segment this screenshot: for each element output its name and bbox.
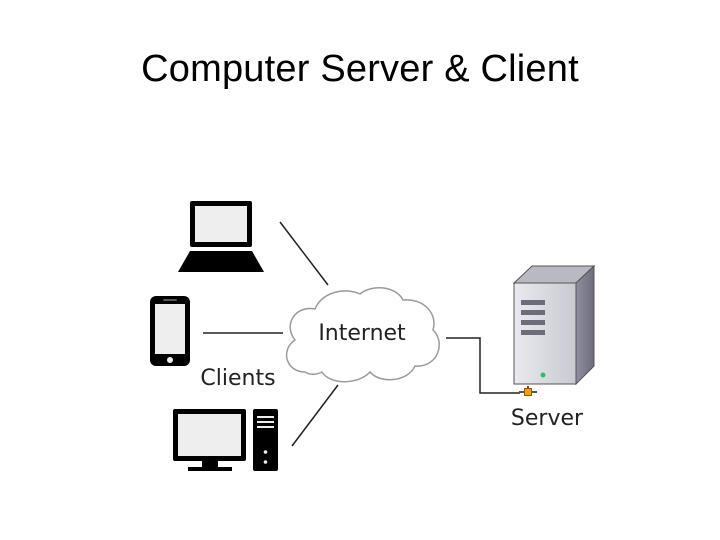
slide-title: Computer Server & Client (141, 48, 579, 90)
laptop-icon (178, 201, 264, 272)
internet-label: Internet (318, 321, 406, 346)
server-link (446, 337, 520, 394)
internet-cloud-icon (285, 287, 440, 383)
connection-lines (203, 221, 520, 447)
clients-label: Clients (200, 366, 275, 391)
network-connector-icon (519, 386, 537, 396)
server-label: Server (511, 406, 584, 431)
desktop-computer-icon (173, 409, 278, 471)
desktop-link (291, 384, 339, 447)
smartphone-icon (150, 296, 190, 366)
laptop-link (279, 221, 329, 286)
server-tower-icon (512, 264, 596, 386)
